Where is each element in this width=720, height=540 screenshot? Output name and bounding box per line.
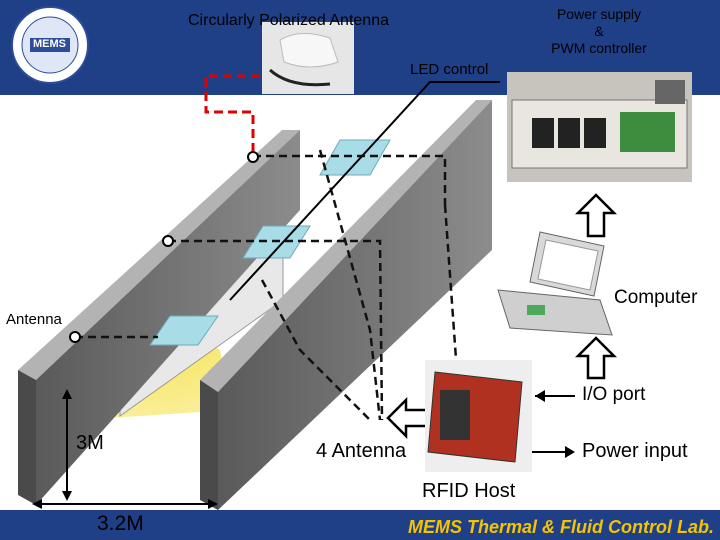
io-port-label: I/O port: [582, 384, 646, 405]
logo-emblem: [11, 6, 89, 84]
power-supply-line1: Power supply: [556, 6, 642, 22]
antenna-node: [247, 151, 259, 163]
power-supply-line2: &: [594, 23, 604, 39]
arrow-left-icon: [386, 396, 430, 440]
led-control-label: LED control: [410, 61, 489, 78]
antenna-label: Antenna: [6, 311, 62, 328]
antenna-title-label: Circularly Polarized Antenna: [188, 12, 389, 29]
dimension-width: [32, 499, 218, 509]
logo-text: MEMS: [33, 38, 66, 50]
computer-label: Computer: [614, 287, 698, 308]
antenna-node: [162, 235, 174, 247]
antenna-node: [69, 331, 81, 343]
footer-band: [0, 510, 720, 540]
antenna-photo: [262, 22, 354, 94]
rfid-host-label: RFID Host: [422, 480, 516, 502]
power-supply-line3: PWM controller: [551, 40, 647, 56]
power-supply-label: Power supply & PWM controller: [543, 6, 655, 57]
arrow-up-icon: [574, 193, 618, 238]
right-wall: [200, 100, 492, 510]
power-supply-photo: [507, 72, 692, 182]
laptop-icon: [497, 231, 613, 336]
width-label: 3.2M: [97, 512, 144, 535]
rfid-reader-photo: [425, 360, 532, 472]
antenna-panel: [149, 315, 219, 346]
left-wall: [18, 130, 300, 505]
height-label: 3M: [76, 432, 104, 454]
power-input-label: Power input: [582, 440, 688, 462]
lab-name: MEMS Thermal & Fluid Control Lab.: [408, 517, 714, 537]
dimension-height: [62, 389, 72, 501]
arrow-up-icon: [574, 336, 618, 380]
antenna-panel: [319, 139, 391, 176]
four-antenna-label: 4 Antenna: [316, 440, 407, 462]
